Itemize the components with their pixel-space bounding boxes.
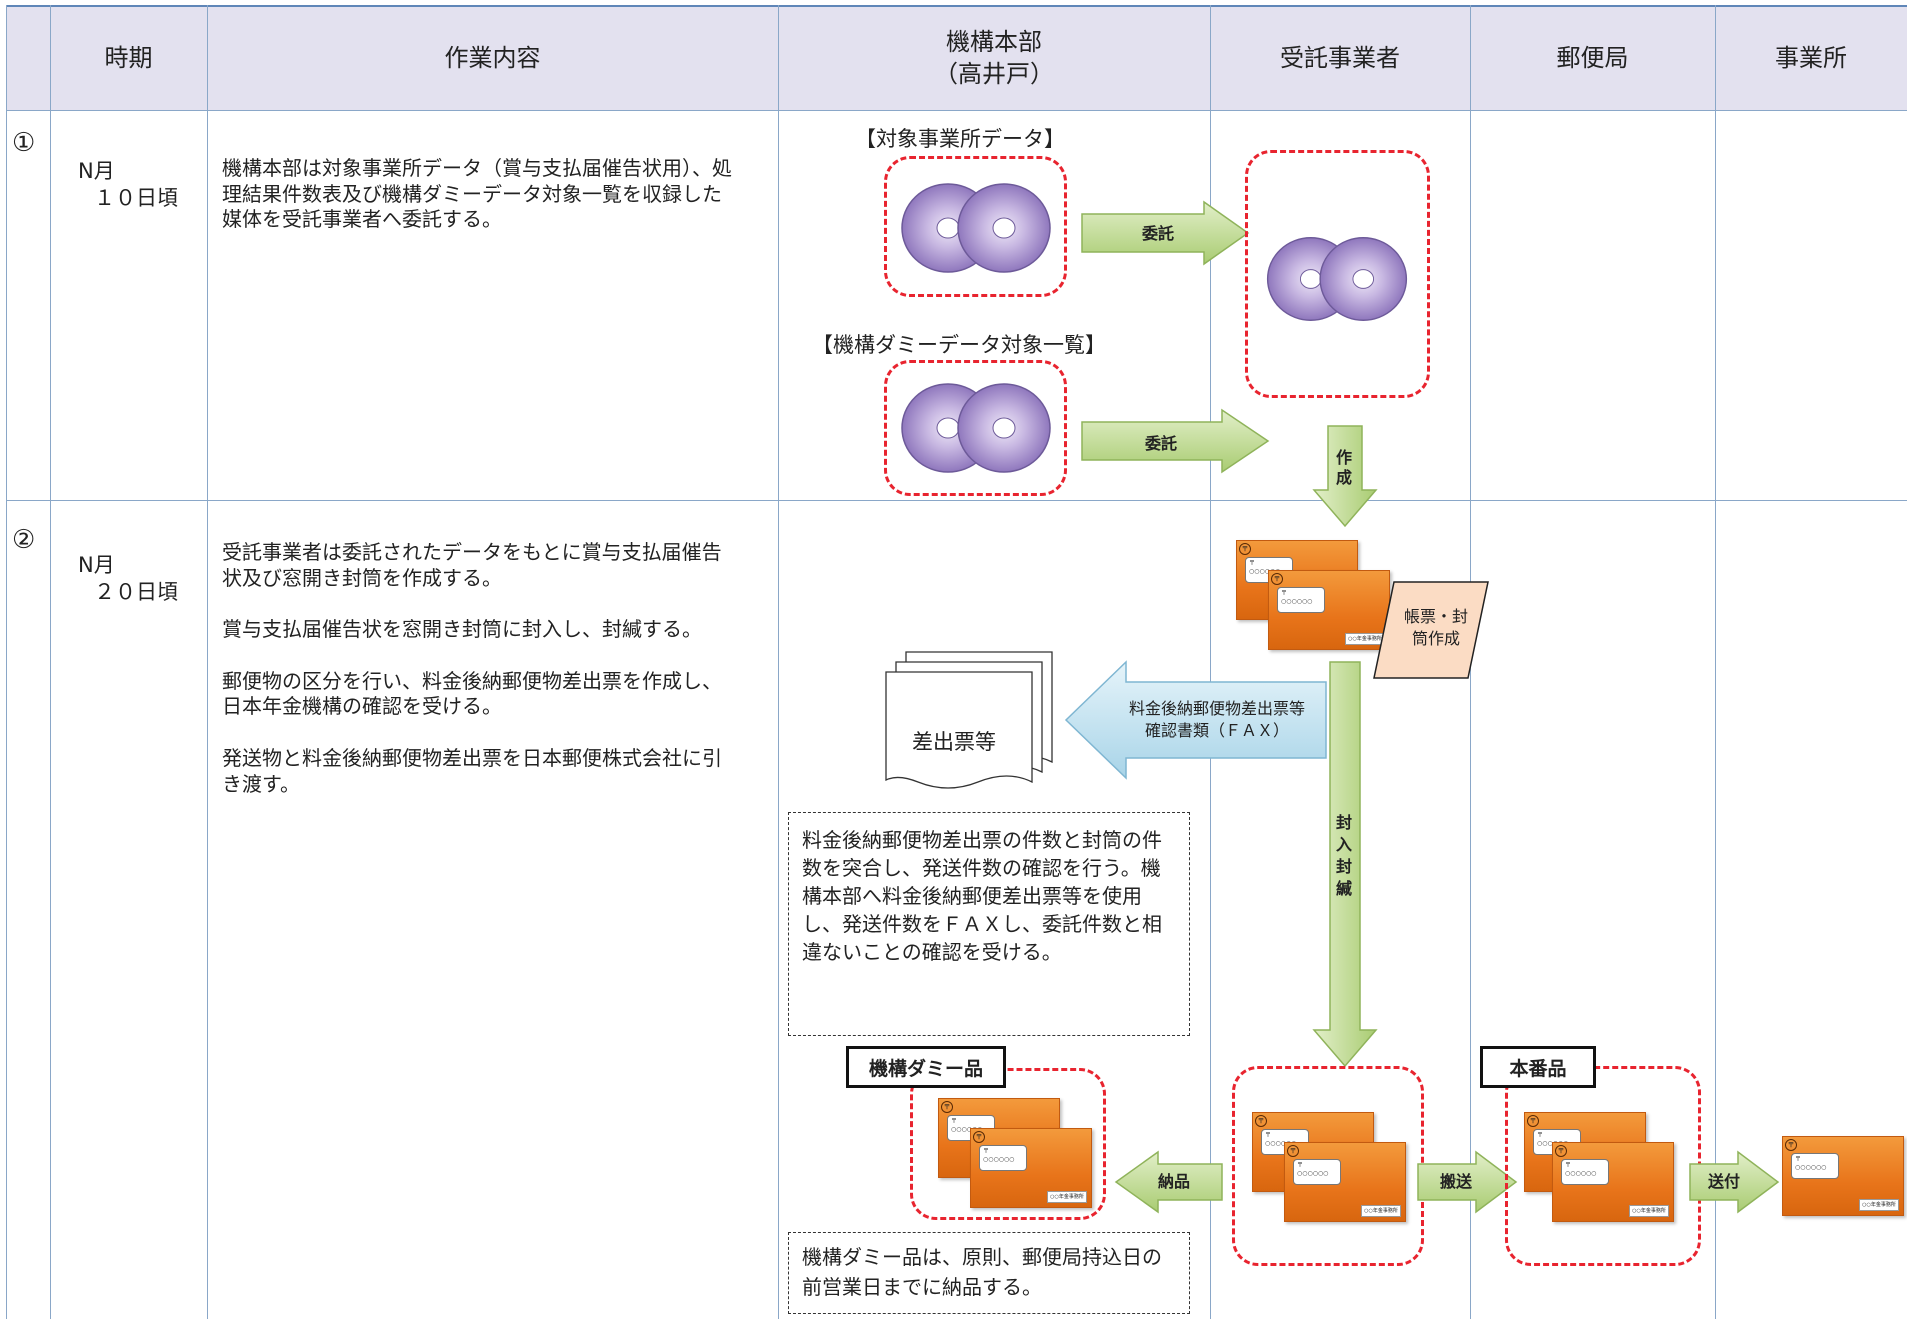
cd-disc-icon [901,183,1051,273]
dummy-note-box [788,1232,1190,1314]
arrow-send [1689,1150,1780,1214]
grid-line [6,110,1907,111]
row-number: ① [12,128,36,158]
dummy-goods-box [910,1068,1106,1220]
arrow-seal [1312,661,1378,1068]
dummy-list-media-box [884,360,1067,496]
arrow-carry-label: 搬送 [1440,1172,1473,1191]
grid-line [50,5,51,1319]
arrow-entrust-2 [1081,408,1270,474]
envelope-icon: 〒〒○○○○○○○○年金事務所 [1268,570,1390,650]
cd-disc-icon [901,383,1051,473]
header-hq: 機構本部（高井戸） [934,27,1054,88]
arrow-deliver-label: 納品 [1158,1172,1191,1191]
check-note-text: 料金後納郵便物差出票の件数と封筒の件数を突合し、発送件数の確認を行う。機構本部へ… [802,828,1162,964]
grid-line [6,500,1907,501]
row-number: ② [12,525,36,555]
document-creation-shape [1373,581,1489,679]
target-data-media-box [884,156,1067,297]
arrow-fax-label: 料金後納郵便物差出票等確認書類（ＦＡＸ） [1128,699,1305,740]
envelope-icon: 〒〒○○○○○○○○年金事務所 [1782,1136,1904,1216]
label-target-data: 【対象事業所データ】 [855,127,1065,151]
arrow-create-label: 作成 [1336,448,1353,487]
grid-line [778,5,779,1319]
header-contractor: 受託事業者 [1280,43,1400,72]
row-work-description: 機構本部は対象事業所データ（賞与支払届催告状用）、処理結果件数表及び機構ダミーデ… [222,156,732,232]
header-post-office: 郵便局 [1556,43,1629,72]
envelope-icon: 〒〒○○○○○○○○年金事務所 [1552,1142,1674,1222]
arrow-carry [1417,1150,1518,1214]
label-dummy-goods: 機構ダミー品 [846,1046,1006,1088]
label-dummy-list: 【機構ダミーデータ対象一覧】 [812,333,1106,357]
grid-line [1210,5,1211,1319]
dummy-note-text: 機構ダミー品は、原則、郵便局持込日の前営業日までに納品する。 [802,1245,1162,1299]
grid-line [6,5,1907,7]
header-work: 作業内容 [444,43,541,72]
contractor-media-box [1245,150,1430,398]
arrow-entrust-1 [1081,200,1250,266]
envelope-icon: 〒〒○○○○○○○○年金事務所 [1284,1142,1406,1222]
arrow-deliver [1114,1150,1223,1214]
grid-line [6,5,7,1319]
arrow-seal-label: 封入封緘 [1336,813,1353,898]
label-real-goods: 本番品 [1480,1046,1596,1088]
arrow-create [1312,425,1378,528]
arrow-send-label: 送付 [1708,1172,1741,1191]
arrow-fax-confirmation [1064,660,1327,780]
arrow-entrust-1-label: 委託 [1142,224,1175,243]
documents-label: 差出票等 [912,730,996,754]
header-office: 事業所 [1775,43,1847,72]
arrow-entrust-2-label: 委託 [1145,434,1178,453]
document-creation-label: 帳票・封筒作成 [1404,607,1469,648]
grid-line [1715,5,1716,1319]
row-work-description: 受託事業者は委託されたデータをもとに賞与支払届催告状及び窓開き封筒を作成する。 … [222,540,722,796]
cd-disc-icon [1266,237,1408,321]
grid-line [207,5,208,1319]
table-header [6,6,1907,110]
header-period: 時期 [104,43,153,72]
check-note-box [788,812,1190,1036]
documents-stack-icon [885,651,1053,789]
envelope-icon: 〒〒○○○○○○○○年金事務所 [970,1128,1092,1208]
